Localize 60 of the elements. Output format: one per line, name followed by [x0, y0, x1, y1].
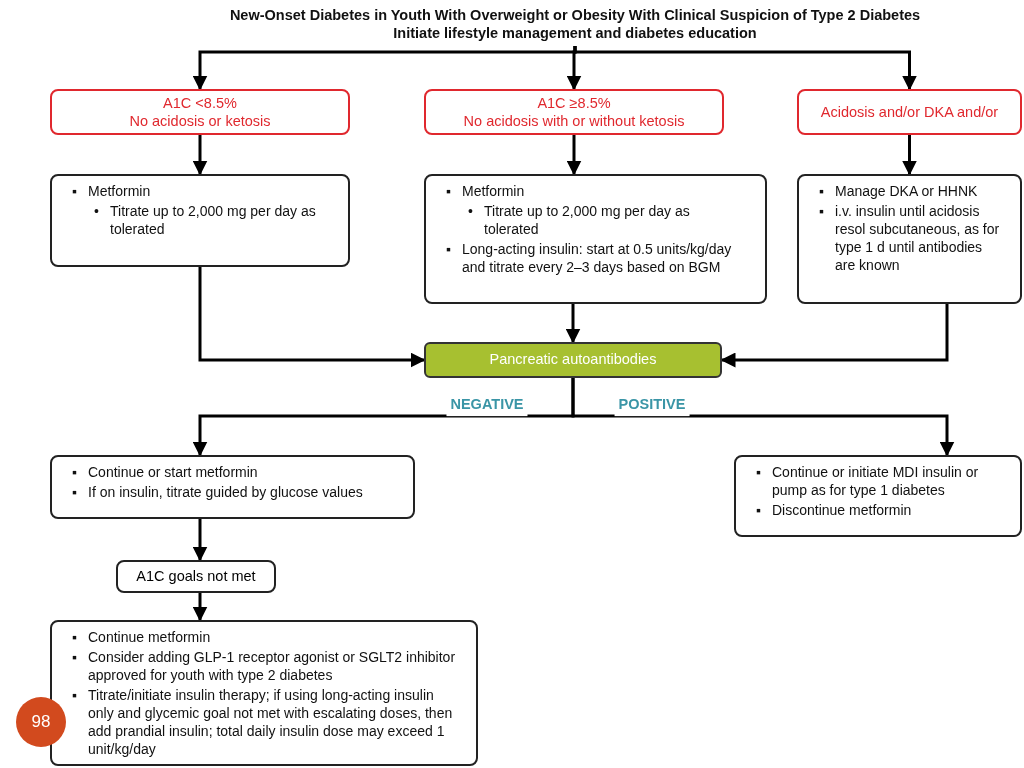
process-box	[116, 560, 276, 593]
heading-text: New-Onset Diabetes in Youth With Overweight or Obesity With Clinical Suspicion of Type 2 Diabetes	[229, 6, 921, 24]
bullet-marker: ▪	[446, 240, 452, 259]
arrow	[565, 304, 581, 344]
treatment-box	[797, 174, 1022, 304]
arrow	[902, 135, 917, 176]
treatment-box	[50, 620, 478, 766]
box-text: A1C <8.5%	[162, 94, 238, 112]
bullet-item: Discontinue metformin	[772, 501, 912, 519]
box-text: A1C ≥8.5%	[536, 94, 612, 112]
bullet-marker: ▪	[756, 463, 762, 482]
arrow	[720, 304, 949, 368]
bullet-marker: ▪	[72, 463, 78, 481]
bullet-item: i.v. insulin until acidosis resol subcutaneous, as for type 1 d until antibodies are known	[835, 202, 1000, 274]
bullet-item: Continue or initiate MDI insulin or pump as for type 1 diabetes	[772, 463, 980, 499]
page-number-badge	[16, 697, 66, 747]
treatment-box	[734, 455, 1022, 537]
bullet-marker: ▪	[72, 686, 78, 705]
bullet-marker: ▪	[756, 501, 762, 519]
bullet-item: If on insulin, titrate guided by glucose values	[88, 483, 363, 501]
bullet-item: Metformin	[462, 182, 525, 200]
arrow	[192, 135, 208, 176]
bullet-marker: ▪	[446, 182, 452, 200]
box-text: 98	[30, 711, 52, 734]
bullet-marker: •	[94, 202, 100, 221]
condition-box	[424, 89, 724, 135]
bullet-item: Consider adding GLP-1 receptor agonist or SGLT2 inhibitor approved for youth with type 2 diabetes	[88, 648, 456, 684]
box-text: No acidosis with or without ketosis	[462, 112, 686, 130]
bullet-item: Continue or start metformin	[88, 463, 258, 481]
bullet-marker: ▪	[819, 202, 825, 221]
arrow	[573, 46, 917, 91]
arrow	[566, 135, 582, 176]
arrow	[192, 519, 208, 562]
box-text: A1C goals not met	[135, 566, 257, 586]
bullet-marker: ▪	[72, 483, 78, 501]
bullet-marker: ▪	[72, 628, 78, 646]
bullet-item: Metformin	[88, 182, 151, 200]
bullet-marker: ▪	[72, 182, 78, 200]
arrow	[192, 593, 208, 622]
bullet-item: Titrate/initiate insulin therapy; if using long-acting insulin only and glycemic goal not met with escalating doses, then add prandial insulin; total daily insulin dose may exceed 1 unit/kg/day	[88, 686, 454, 758]
box-text: No acidosis or ketosis	[128, 112, 272, 130]
bullet-marker: •	[468, 202, 474, 221]
condition-box	[50, 89, 350, 135]
heading-text: Initiate lifestyle management and diabetes education	[393, 24, 757, 42]
treatment-box	[50, 174, 350, 267]
bullet-item: Long-acting insulin: start at 0.5 units/kg/day and titrate every 2–3 days based on BGM	[462, 240, 733, 276]
bullet-marker: ▪	[72, 648, 78, 667]
decision-box	[424, 342, 722, 378]
bullet-item: Continue metformin	[88, 628, 211, 646]
bullet-marker: ▪	[819, 182, 825, 200]
treatment-box	[424, 174, 767, 304]
box-text: Acidosis and/or DKA and/or	[819, 103, 1000, 121]
bullet-item: Titrate up to 2,000 mg per day as tolerated	[110, 202, 317, 238]
arrow	[571, 378, 955, 457]
condition-box	[797, 89, 1022, 135]
bullet-item: Manage DKA or HHNK	[835, 182, 978, 200]
arrow	[198, 267, 426, 368]
treatment-box	[50, 455, 415, 519]
bullet-item: Titrate up to 2,000 mg per day as tolerated	[484, 202, 691, 238]
box-text: Pancreatic autoantibodies	[488, 350, 658, 370]
